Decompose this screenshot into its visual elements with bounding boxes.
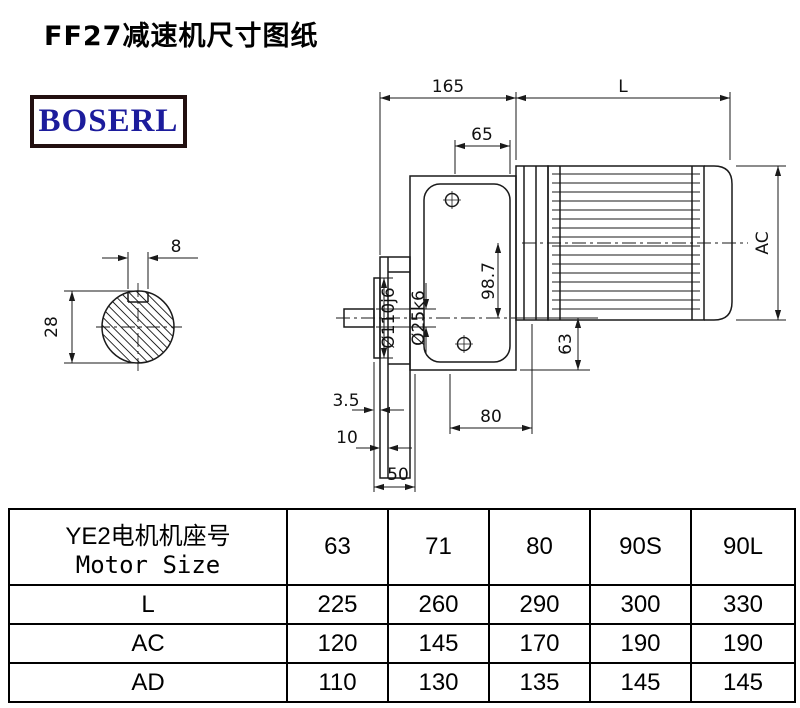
cell-L-4: 330 bbox=[690, 584, 796, 625]
table-header-row: YE2电机机座号 Motor Size 63 71 80 90S 90L bbox=[8, 508, 796, 586]
motor-size-header-cn: YE2电机机座号 bbox=[65, 522, 231, 550]
size-col-80: 80 bbox=[488, 508, 591, 586]
cell-AD-1: 130 bbox=[387, 662, 490, 703]
size-col-90L: 90L bbox=[690, 508, 796, 586]
brand-logo: BOSERL bbox=[30, 95, 187, 148]
cell-AC-3: 190 bbox=[589, 623, 692, 664]
dim-10-label: 10 bbox=[336, 428, 358, 448]
dimension-arrowheads bbox=[68, 94, 782, 491]
bolt-hole-marks bbox=[443, 191, 473, 353]
dim-50-label: 50 bbox=[387, 465, 409, 485]
dimension-lines bbox=[64, 92, 786, 492]
motor-fins bbox=[552, 173, 700, 310]
cell-AD-0: 110 bbox=[286, 662, 389, 703]
brand-logo-text: BOSERL bbox=[38, 103, 179, 139]
cell-AC-2: 170 bbox=[488, 623, 591, 664]
cell-L-0: 225 bbox=[286, 584, 389, 625]
dim-63-label: 63 bbox=[556, 333, 576, 355]
row-label-L: L bbox=[8, 584, 288, 625]
table-row-L: L 225 260 290 300 330 bbox=[8, 584, 796, 625]
dim-3p5-label: 3.5 bbox=[332, 391, 359, 411]
dim-8-label: 8 bbox=[171, 237, 182, 257]
cell-AD-4: 145 bbox=[690, 662, 796, 703]
dim-65-label: 65 bbox=[471, 125, 493, 145]
size-col-90S: 90S bbox=[589, 508, 692, 586]
row-label-AD: AD bbox=[8, 662, 288, 703]
row-label-AC: AC bbox=[8, 623, 288, 664]
dim-80-label: 80 bbox=[480, 407, 502, 427]
cell-AC-1: 145 bbox=[387, 623, 490, 664]
cell-AD-2: 135 bbox=[488, 662, 591, 703]
dim-110-label: Ø110j6 bbox=[379, 287, 399, 348]
motor-size-header-cell: YE2电机机座号 Motor Size bbox=[8, 508, 288, 586]
cell-L-2: 290 bbox=[488, 584, 591, 625]
dim-28-label: 28 bbox=[42, 316, 62, 338]
cell-L-3: 300 bbox=[589, 584, 692, 625]
dim-L-label: L bbox=[618, 77, 628, 97]
cell-AD-3: 145 bbox=[589, 662, 692, 703]
table-row-AC: AC 120 145 170 190 190 bbox=[8, 623, 796, 664]
cell-AC-4: 190 bbox=[690, 623, 796, 664]
page-title: FF27减速机尺寸图纸 bbox=[44, 21, 319, 52]
motor-size-header-en: Motor Size bbox=[75, 550, 221, 579]
dim-25-label: Ø25k6 bbox=[409, 290, 429, 346]
dim-98-label: 98.7 bbox=[479, 262, 499, 300]
table-row-AD: AD 110 130 135 145 145 bbox=[8, 662, 796, 703]
dimension-labels: 165 L 65 AC 8 28 Ø110j6 Ø25k6 98.7 63 3.… bbox=[42, 77, 773, 485]
technical-drawing: 165 L 65 AC 8 28 Ø110j6 Ø25k6 98.7 63 3.… bbox=[42, 77, 786, 492]
size-col-63: 63 bbox=[286, 508, 389, 586]
size-col-71: 71 bbox=[387, 508, 490, 586]
dim-AC-label: AC bbox=[753, 231, 773, 254]
dimension-table: YE2电机机座号 Motor Size 63 71 80 90S 90L L 2… bbox=[8, 508, 796, 703]
cell-AC-0: 120 bbox=[286, 623, 389, 664]
dim-165-label: 165 bbox=[432, 77, 464, 97]
cell-L-1: 260 bbox=[387, 584, 490, 625]
